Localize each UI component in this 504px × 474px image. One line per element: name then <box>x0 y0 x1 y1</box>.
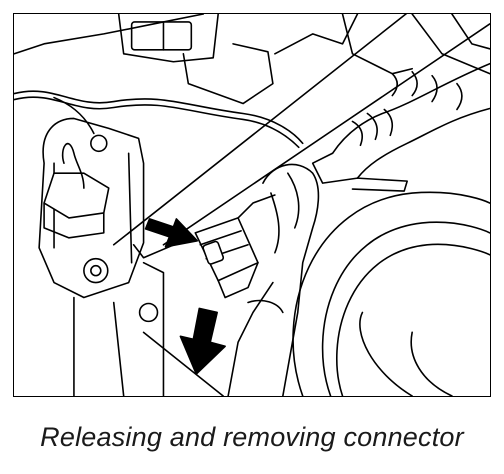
removal-arrow-icon <box>179 307 226 375</box>
illustration-frame <box>13 13 491 397</box>
figure-caption: Releasing and removing connector <box>40 422 464 452</box>
sensor-bracket <box>38 117 224 396</box>
engine-background <box>14 14 490 105</box>
release-arrow-icon <box>144 218 199 248</box>
technician-hand <box>227 163 320 396</box>
turbo-housing <box>292 191 490 396</box>
connector-illustration <box>14 14 490 396</box>
electrical-connector[interactable] <box>194 194 276 299</box>
wiring-harness <box>311 62 490 192</box>
sensor-cable <box>14 90 304 149</box>
